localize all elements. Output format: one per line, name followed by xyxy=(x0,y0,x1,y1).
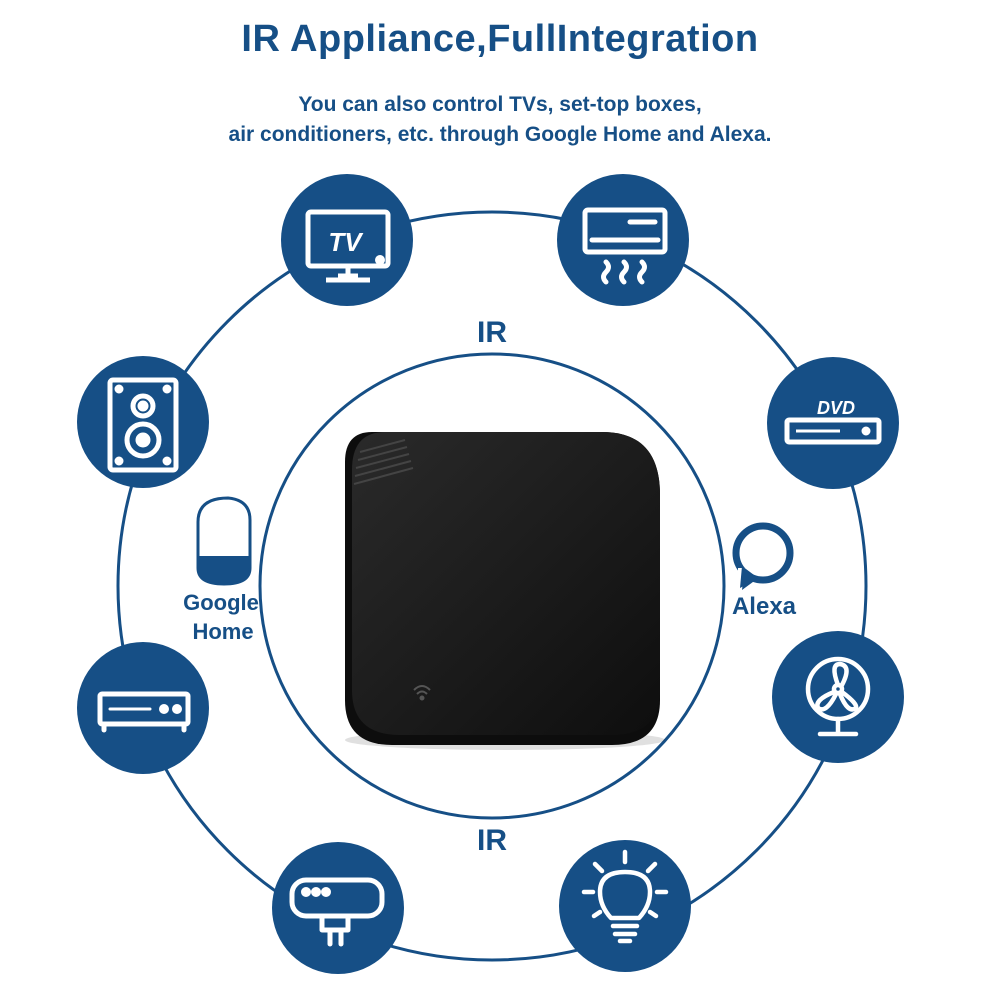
subtitle-line-2: air conditioners, etc. through Google Ho… xyxy=(228,123,772,146)
google-home-label-line2: Home xyxy=(192,619,253,644)
tv-icon-text: TV xyxy=(328,227,364,257)
outer-ring xyxy=(116,210,868,962)
set-top-box-icon xyxy=(97,691,191,733)
fan-icon xyxy=(805,656,871,737)
water-heater-icon xyxy=(289,877,385,947)
appliance-node-fan[interactable] xyxy=(772,631,904,763)
appliance-node-dvd[interactable]: DVD xyxy=(767,357,899,489)
dvd-icon-text: DVD xyxy=(817,398,855,418)
light-bulb-icon xyxy=(581,849,669,944)
wifi-icon xyxy=(413,685,431,701)
google-home-label-line1: Google xyxy=(183,590,259,615)
dvd-player-icon xyxy=(784,417,882,445)
appliance-node-set-top-box[interactable] xyxy=(77,642,209,774)
ir-hub-device xyxy=(345,432,665,750)
alexa-ring-icon xyxy=(732,522,794,590)
appliance-node-water-heater[interactable] xyxy=(272,842,404,974)
subtitle-line-1: You can also control TVs, set-top boxes, xyxy=(298,93,702,116)
page-title: IR Appliance,FullIntegration xyxy=(241,18,759,60)
appliance-node-air-conditioner[interactable] xyxy=(557,174,689,306)
ir-label-top: IR xyxy=(477,316,507,349)
page-subtitle: You can also control TVs, set-top boxes,… xyxy=(0,90,1000,150)
vent-slots xyxy=(353,439,414,485)
ir-label-bottom: IR xyxy=(477,824,507,857)
appliance-node-speaker[interactable] xyxy=(77,356,209,488)
google-home-speaker-icon xyxy=(196,496,252,586)
appliance-node-tv[interactable]: TV xyxy=(281,174,413,306)
air-conditioner-icon xyxy=(582,207,668,285)
speaker-icon xyxy=(107,377,179,473)
tv-icon xyxy=(305,209,391,283)
appliance-node-light[interactable] xyxy=(559,840,691,972)
alexa-label: Alexa xyxy=(732,593,797,620)
inner-ring xyxy=(258,352,726,820)
